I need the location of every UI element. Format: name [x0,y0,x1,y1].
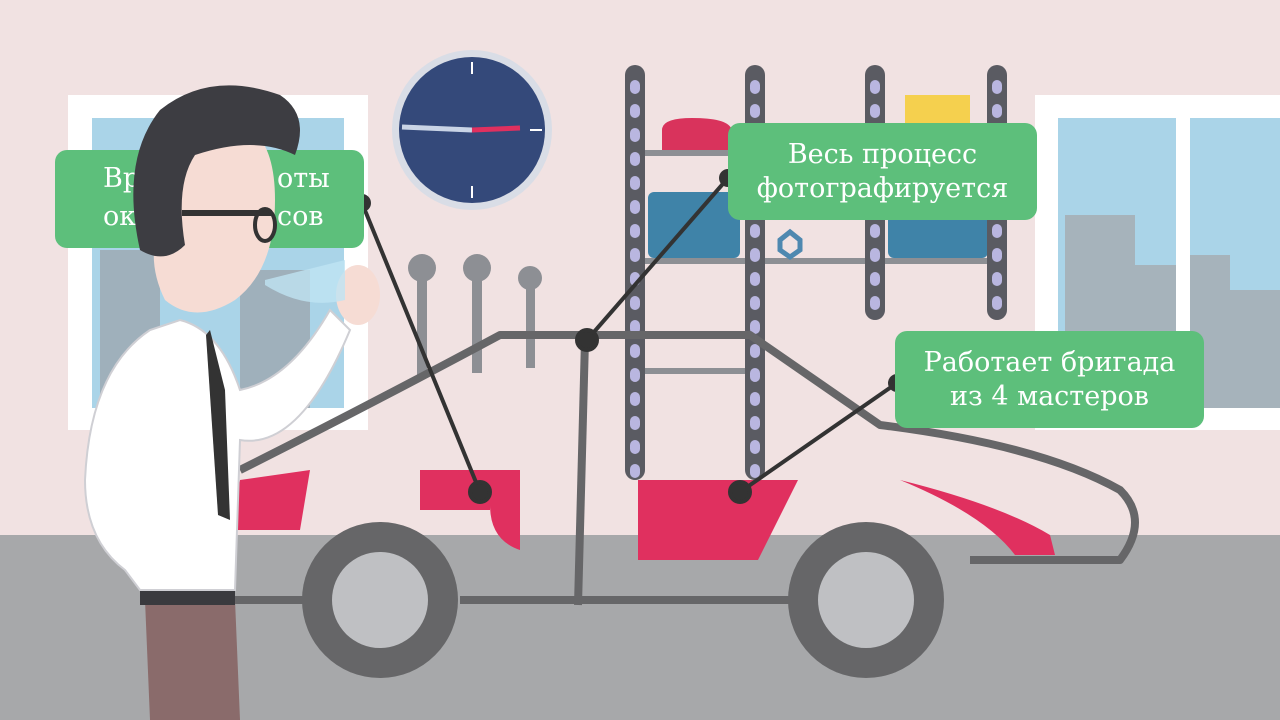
post-hole [870,248,880,262]
post-hole [630,296,640,310]
man-character [83,85,380,720]
wrenches [408,254,542,378]
callout-left-fragment: оты [277,163,330,194]
spray [265,260,345,303]
post-hole [870,296,880,310]
post-hole [630,344,640,358]
post-hole [750,296,760,310]
right-window [1035,95,1280,430]
callout-center: Весь процесс фотографируется [728,123,1037,220]
post-hole [630,128,640,142]
post-hole [870,80,880,94]
crate-left [648,192,740,258]
post-hole [992,248,1002,262]
post-hole [992,80,1002,94]
battery [905,95,970,125]
post-hole [750,464,760,478]
post-hole [870,224,880,238]
post-hole [750,224,760,238]
post-hole [870,104,880,118]
tie [206,330,230,520]
post-hole [750,104,760,118]
post-hole [630,200,640,214]
post-hole [630,80,640,94]
callout-pointers [353,169,906,504]
hair [133,85,300,257]
callout-right-line1: Работает бригада [923,346,1176,378]
gas-can [662,118,732,150]
post-hole [992,272,1002,286]
pants [145,600,240,720]
post-hole [630,248,640,262]
callout-left-fragment: сов [277,201,324,232]
hand [336,265,380,325]
wall-clock [392,50,552,210]
callout-center-line2: фотографируется [756,172,1009,204]
glasses [182,210,272,216]
post-hole [750,248,760,262]
post-hole [750,368,760,382]
post-hole [750,272,760,286]
post-hole [630,224,640,238]
post-hole [630,104,640,118]
callout-right: Работает бригада из 4 мастеров [895,331,1204,428]
post-hole [750,416,760,430]
post-hole [750,320,760,334]
post-hole [630,176,640,190]
post-hole [630,320,640,334]
post-hole [630,392,640,406]
post-hole [870,272,880,286]
post-hole [750,440,760,454]
post-hole [630,368,640,382]
nut [777,228,803,261]
post-hole [992,296,1002,310]
post-hole [992,224,1002,238]
callout-right-line2: из 4 мастеров [950,380,1149,412]
callout-left-fragment: ок [103,201,137,232]
callout-center-line1: Весь процесс [787,138,978,170]
post-hole [750,392,760,406]
post-hole [750,344,760,358]
post-hole [630,152,640,166]
post-hole [630,416,640,430]
post-hole [630,464,640,478]
post-hole [750,80,760,94]
post-hole [992,104,1002,118]
post-hole [630,440,640,454]
car [216,331,1139,678]
